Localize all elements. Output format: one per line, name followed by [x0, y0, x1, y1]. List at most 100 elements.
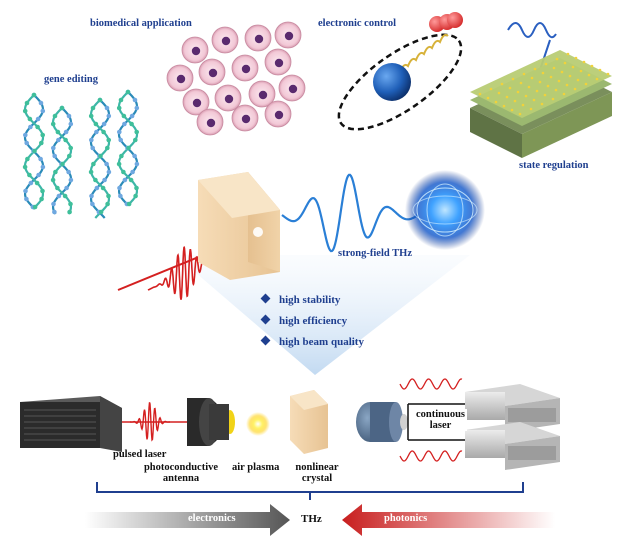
- dna-base: [133, 137, 138, 143]
- dna-base: [64, 185, 69, 191]
- laser-pulse: [147, 246, 209, 300]
- dna-base: [53, 169, 58, 175]
- lattice-atom: [510, 108, 514, 112]
- thz-generation-scene: [117, 170, 485, 300]
- dna-strand: [89, 99, 111, 219]
- cell-cluster: [166, 21, 306, 136]
- dna-base: [102, 177, 107, 183]
- lattice-atom: [598, 68, 602, 72]
- dna-base: [88, 169, 94, 175]
- dna-base: [39, 140, 44, 146]
- lattice-atom: [573, 87, 577, 91]
- lattice-atom: [527, 85, 531, 89]
- dna-base: [68, 121, 74, 127]
- lattice-atom: [521, 103, 525, 107]
- lattice-atom: [552, 66, 556, 70]
- dna-base: [134, 185, 139, 191]
- lattice-atom: [511, 77, 515, 81]
- dna-base: [101, 129, 106, 135]
- dna-base: [62, 193, 68, 199]
- label-gene-editing: gene editing: [44, 74, 98, 85]
- label-nonlinear-crystal: nonlinear crystal: [295, 462, 339, 484]
- dna-base: [67, 209, 72, 215]
- dna-base: [88, 113, 94, 119]
- dna-base: [68, 201, 73, 207]
- dna-base: [118, 97, 124, 103]
- dna-base: [119, 153, 124, 159]
- dna-base: [52, 153, 57, 159]
- dna-base: [24, 196, 29, 202]
- dna-base: [28, 124, 33, 130]
- dna-base: [117, 185, 122, 191]
- lattice-atom: [533, 67, 537, 71]
- dna-helix-group: [22, 89, 140, 219]
- dna-base: [129, 113, 135, 119]
- label-electronic-control: electronic control: [318, 18, 397, 29]
- electronics-arrow: [85, 504, 290, 536]
- lattice-atom: [532, 98, 536, 102]
- dna-base: [66, 113, 72, 119]
- dna-base: [97, 97, 103, 103]
- dna-base: [94, 185, 100, 191]
- thz-beam-cone: [175, 255, 470, 375]
- lattice-atom: [560, 70, 564, 74]
- dna-base: [90, 145, 95, 151]
- thz-wave: [281, 173, 419, 253]
- dna-base: [51, 145, 56, 151]
- dna-base: [121, 169, 126, 175]
- label-state-regulation: state regulation: [519, 160, 589, 171]
- lattice-atom: [582, 60, 586, 64]
- dna-base: [91, 161, 96, 167]
- label-thz: THz: [301, 513, 322, 525]
- dna-base: [94, 129, 99, 135]
- lattice-atom: [568, 74, 572, 78]
- dna-base: [125, 89, 131, 95]
- cell-nucleus: [192, 98, 202, 108]
- dna-base: [35, 124, 40, 130]
- cell-nucleus: [191, 46, 201, 56]
- label-strong-field-thz: strong-field THz: [338, 248, 412, 259]
- lattice-atom: [505, 95, 509, 99]
- dna-base: [90, 105, 96, 111]
- dna-base: [50, 177, 56, 183]
- cell-nucleus: [274, 58, 284, 68]
- dna-base: [118, 193, 123, 199]
- cell-nucleus: [208, 68, 218, 78]
- dna-base: [36, 172, 41, 178]
- photonics-arrow: [342, 504, 555, 536]
- lattice-atom: [584, 82, 588, 86]
- lattice-atom: [549, 75, 553, 79]
- label-pulsed-laser: pulsed laser: [113, 449, 167, 460]
- lattice-atom: [519, 81, 523, 85]
- lattice-atom: [522, 72, 526, 76]
- lattice-atom: [486, 96, 490, 100]
- lattice-atom: [590, 64, 594, 68]
- cell-nucleus: [258, 90, 268, 100]
- lattice-atom: [551, 97, 555, 101]
- lattice-atom: [566, 52, 570, 56]
- dna-base: [116, 105, 122, 111]
- dna-base: [66, 169, 71, 175]
- dna-base: [134, 105, 140, 111]
- dna-base: [132, 153, 137, 159]
- lattice-atom: [518, 112, 522, 116]
- dna-base: [24, 140, 30, 146]
- dna-base: [89, 137, 94, 143]
- cell-nucleus: [224, 94, 234, 104]
- lattice-atom: [587, 73, 591, 77]
- dna-base: [38, 156, 43, 162]
- lattice-atom: [529, 107, 533, 111]
- dna-base: [31, 92, 37, 98]
- lattice-atom: [543, 93, 547, 97]
- dna-base: [122, 121, 127, 127]
- dna-base: [51, 201, 56, 207]
- lattice-atom: [494, 100, 498, 104]
- cell-nucleus: [288, 84, 298, 94]
- dna-base: [22, 108, 28, 114]
- dna-base: [63, 129, 69, 135]
- dna-base: [106, 113, 112, 119]
- dna-base: [23, 132, 28, 138]
- dna-base: [89, 193, 94, 199]
- cell-nucleus: [241, 114, 251, 124]
